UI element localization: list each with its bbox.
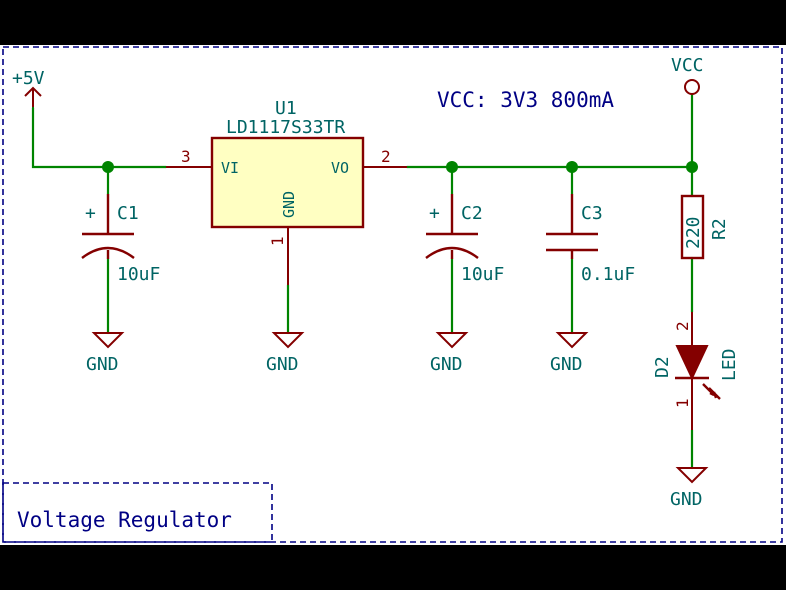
junction-dot: [686, 161, 698, 173]
junction-dot: [446, 161, 458, 173]
schematic-canvas: Voltage Regulator VCC: 3V3 800mA +5V U1 …: [2, 46, 783, 543]
c1-value: 10uF: [117, 264, 160, 285]
gnd-symbol-u1: GND: [266, 332, 305, 375]
u1-pin-3-num: 3: [181, 147, 191, 166]
gnd-label: GND: [550, 354, 583, 375]
u1-ref: U1: [275, 98, 297, 119]
gnd-label: GND: [86, 354, 119, 375]
u1-pin-2-num: 2: [381, 147, 391, 166]
u1-pin-gnd-name: GND: [280, 191, 298, 218]
c2-ref: C2: [461, 203, 483, 224]
gnd-label: GND: [670, 489, 703, 510]
c1-polarity: +: [85, 203, 96, 224]
capacitor-c3[interactable]: C3 0.1uF: [546, 194, 635, 285]
u1-pin-vi-name: VI: [221, 159, 239, 177]
gnd-label: GND: [430, 354, 463, 375]
gnd-symbol-c3: GND: [550, 332, 589, 375]
regulator-u1[interactable]: U1 LD1117S33TR VI VO GND 3 2 1: [166, 98, 407, 285]
c2-value: 10uF: [461, 264, 504, 285]
power-vcc-label: VCC: [671, 55, 704, 76]
u1-pin-vo-name: VO: [331, 159, 349, 177]
u1-body: [210, 136, 365, 229]
r2-ref: R2: [709, 218, 730, 240]
gnd-symbol-c2: GND: [430, 332, 469, 375]
schematic-sheet: Voltage Regulator VCC: 3V3 800mA +5V U1 …: [0, 45, 786, 545]
junction-dot: [566, 161, 578, 173]
r2-value: 220: [683, 216, 704, 249]
led-triangle: [675, 345, 709, 381]
c2-polarity: +: [429, 203, 440, 224]
wires: [31, 93, 694, 470]
r2-body: [680, 194, 705, 260]
gnd-symbol-d2: GND: [670, 467, 709, 510]
c3-value: 0.1uF: [581, 264, 635, 285]
led-d2[interactable]: 2 1 D2 LED: [652, 312, 740, 430]
sheet-title: Voltage Regulator: [17, 508, 232, 532]
u1-pin-1-num: 1: [268, 236, 287, 246]
c1-ref: C1: [117, 203, 139, 224]
d2-ref: D2: [652, 356, 673, 378]
d2-pin-1-num: 1: [673, 398, 692, 408]
vcc-note: VCC: 3V3 800mA: [437, 88, 614, 112]
junction-dot: [102, 161, 114, 173]
d2-value: LED: [719, 348, 740, 381]
capacitor-c2[interactable]: + C2 10uF: [425, 194, 504, 285]
title-block: [2, 482, 273, 543]
gnd-label: GND: [266, 354, 299, 375]
gnd-symbol-c1: GND: [86, 332, 125, 375]
power-5v-symbol: +5V: [12, 68, 45, 108]
sheet-border: [2, 46, 783, 543]
c3-ref: C3: [581, 203, 603, 224]
capacitor-c1[interactable]: + C1 10uF: [81, 194, 160, 285]
power-5v-label: +5V: [12, 68, 45, 89]
u1-value: LD1117S33TR: [226, 117, 345, 138]
resistor-r2[interactable]: 220 R2: [680, 194, 730, 260]
power-vcc-symbol: VCC: [671, 55, 704, 95]
d2-pin-2-num: 2: [673, 321, 692, 331]
